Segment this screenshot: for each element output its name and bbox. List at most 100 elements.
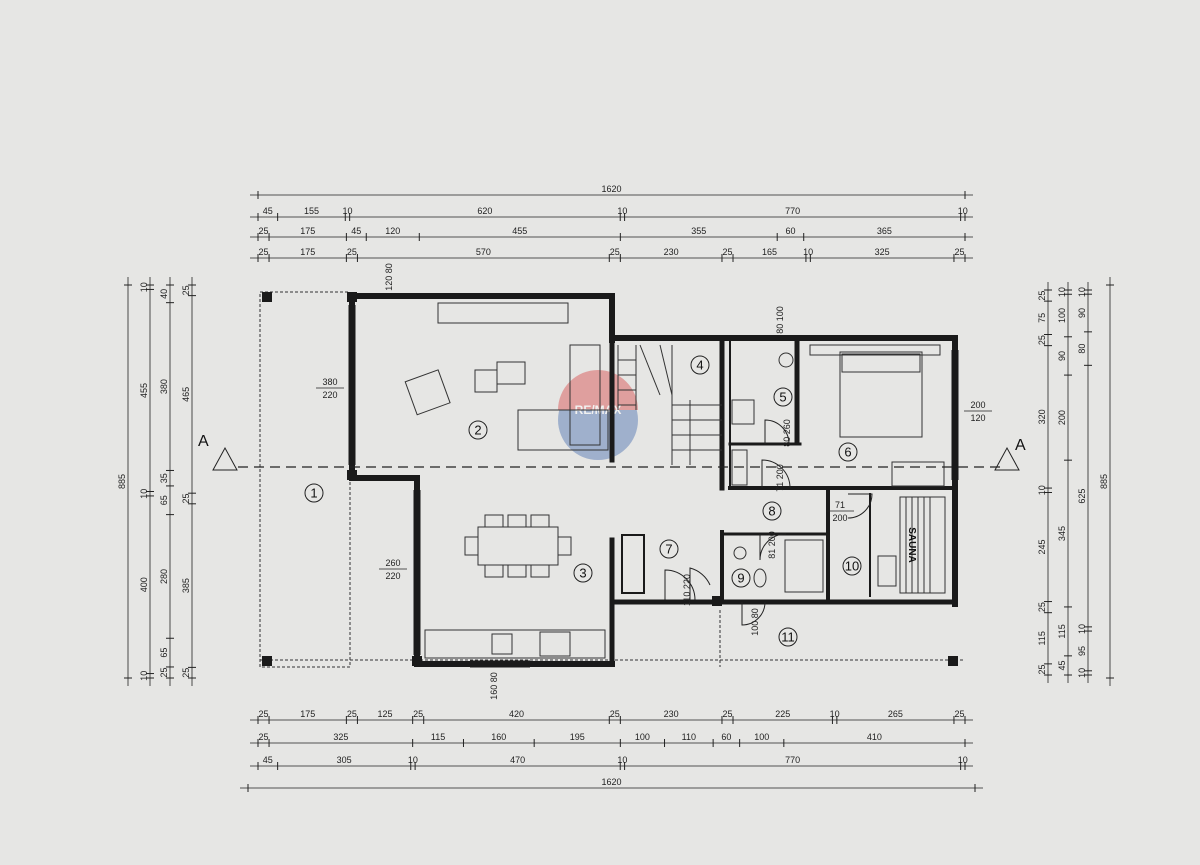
- dim-value: 420: [509, 709, 524, 719]
- dim-value: 10: [1037, 485, 1047, 495]
- dim-value: 115: [1037, 631, 1047, 645]
- dim-value: 120: [385, 226, 400, 236]
- opening-height: 120: [970, 413, 985, 423]
- room-11: 11: [778, 627, 798, 647]
- room-9: 9: [731, 568, 751, 588]
- opening-w_top_bath: 80 100: [775, 306, 785, 334]
- dim-value: 410: [867, 732, 882, 742]
- dim-value: 25: [181, 493, 191, 503]
- dim-value: 10: [1077, 624, 1087, 634]
- room-number: 5: [779, 390, 786, 405]
- dim-value: 195: [570, 732, 585, 742]
- dim-value: 345: [1057, 526, 1067, 541]
- dim-value: 10: [958, 206, 968, 216]
- dim-value: 35: [159, 473, 169, 483]
- dim-value: 25: [1037, 335, 1047, 345]
- dim-value: 25: [954, 247, 964, 257]
- opening-width: 260: [385, 558, 400, 568]
- dim-plan-top_dims-overall: 1620: [250, 184, 973, 199]
- opening-height: 220: [385, 571, 400, 581]
- dim-value: 60: [721, 732, 731, 742]
- opening-d_wc: 81 200: [767, 531, 777, 559]
- doors: [664, 419, 873, 626]
- dim-value: 25: [1037, 291, 1047, 301]
- dim-value: 225: [775, 709, 790, 719]
- dim-value: 40: [159, 289, 169, 299]
- dim-value: 455: [512, 226, 527, 236]
- room-number: 4: [696, 358, 703, 373]
- dim-value: 45: [1057, 660, 1067, 670]
- room-number: 2: [474, 423, 481, 438]
- columns: [262, 292, 958, 666]
- windows: [348, 305, 959, 668]
- room-number: 7: [665, 542, 672, 557]
- room-2: 2: [468, 420, 488, 440]
- sauna-label: SAUNA: [906, 527, 917, 563]
- dim-value: 625: [1077, 489, 1087, 504]
- opening-d_bath: 80 260: [782, 419, 792, 447]
- dim-value: 25: [610, 247, 620, 257]
- opening-label: 120 80: [384, 263, 394, 291]
- dim-value: 770: [785, 755, 800, 765]
- room-number: 3: [579, 566, 586, 581]
- dim-value: 10: [139, 671, 149, 681]
- room-number: 9: [737, 571, 744, 586]
- room-10: 10: [842, 556, 862, 576]
- dim-value: 45: [263, 755, 273, 765]
- opening-width: 200: [970, 400, 985, 410]
- dim-value: 355: [691, 226, 706, 236]
- opening-w_top_living: 120 80: [384, 263, 394, 291]
- dim-value: 100: [1057, 308, 1067, 323]
- dim-value: 165: [762, 247, 777, 257]
- dim-plan-bottom_dims-overall: 1620: [240, 777, 983, 792]
- dim-value: 25: [159, 667, 169, 677]
- dim-value: 10: [408, 755, 418, 765]
- walls: [349, 293, 958, 667]
- dim-value: 10: [139, 489, 149, 499]
- section-mark-right: A: [1015, 437, 1026, 454]
- room-number: 1: [310, 486, 317, 501]
- dim-plan-right_dims-overall: 885: [1099, 277, 1114, 686]
- opening-label: 110 220: [682, 574, 692, 606]
- dim-value: 10: [958, 755, 968, 765]
- section-mark-left: A: [198, 433, 209, 450]
- dim-value: 10: [342, 206, 352, 216]
- room-8: 8: [762, 501, 782, 521]
- dim-value: 200: [1057, 410, 1067, 425]
- dim-value: 325: [875, 247, 890, 257]
- dim-value: 245: [1037, 540, 1047, 555]
- dim-value: 265: [888, 709, 903, 719]
- dim-value: 75: [1037, 313, 1047, 323]
- dim-value: 455: [139, 383, 149, 398]
- dim-value: 10: [617, 755, 627, 765]
- dim-value: 115: [431, 732, 445, 742]
- dim-value: 570: [476, 247, 491, 257]
- dim-value: 110: [682, 732, 696, 742]
- room-6: 6: [838, 442, 858, 462]
- dim-value: 25: [954, 709, 964, 719]
- dim-value: 175: [300, 247, 315, 257]
- dim-overall: 1620: [601, 777, 621, 787]
- room-labels: 1 2 3 4 5 6 7 8 9 10 11: [304, 355, 862, 647]
- dim-value: 470: [510, 755, 525, 765]
- room-4: 4: [690, 355, 710, 375]
- dim-value: 25: [347, 247, 357, 257]
- dim-value: 45: [263, 206, 273, 216]
- opening-label: 100 80: [750, 608, 760, 636]
- room-number: 6: [844, 445, 851, 460]
- dim-value: 155: [304, 206, 319, 216]
- dim-value: 80: [1077, 344, 1087, 354]
- dim-value: 25: [1037, 602, 1047, 612]
